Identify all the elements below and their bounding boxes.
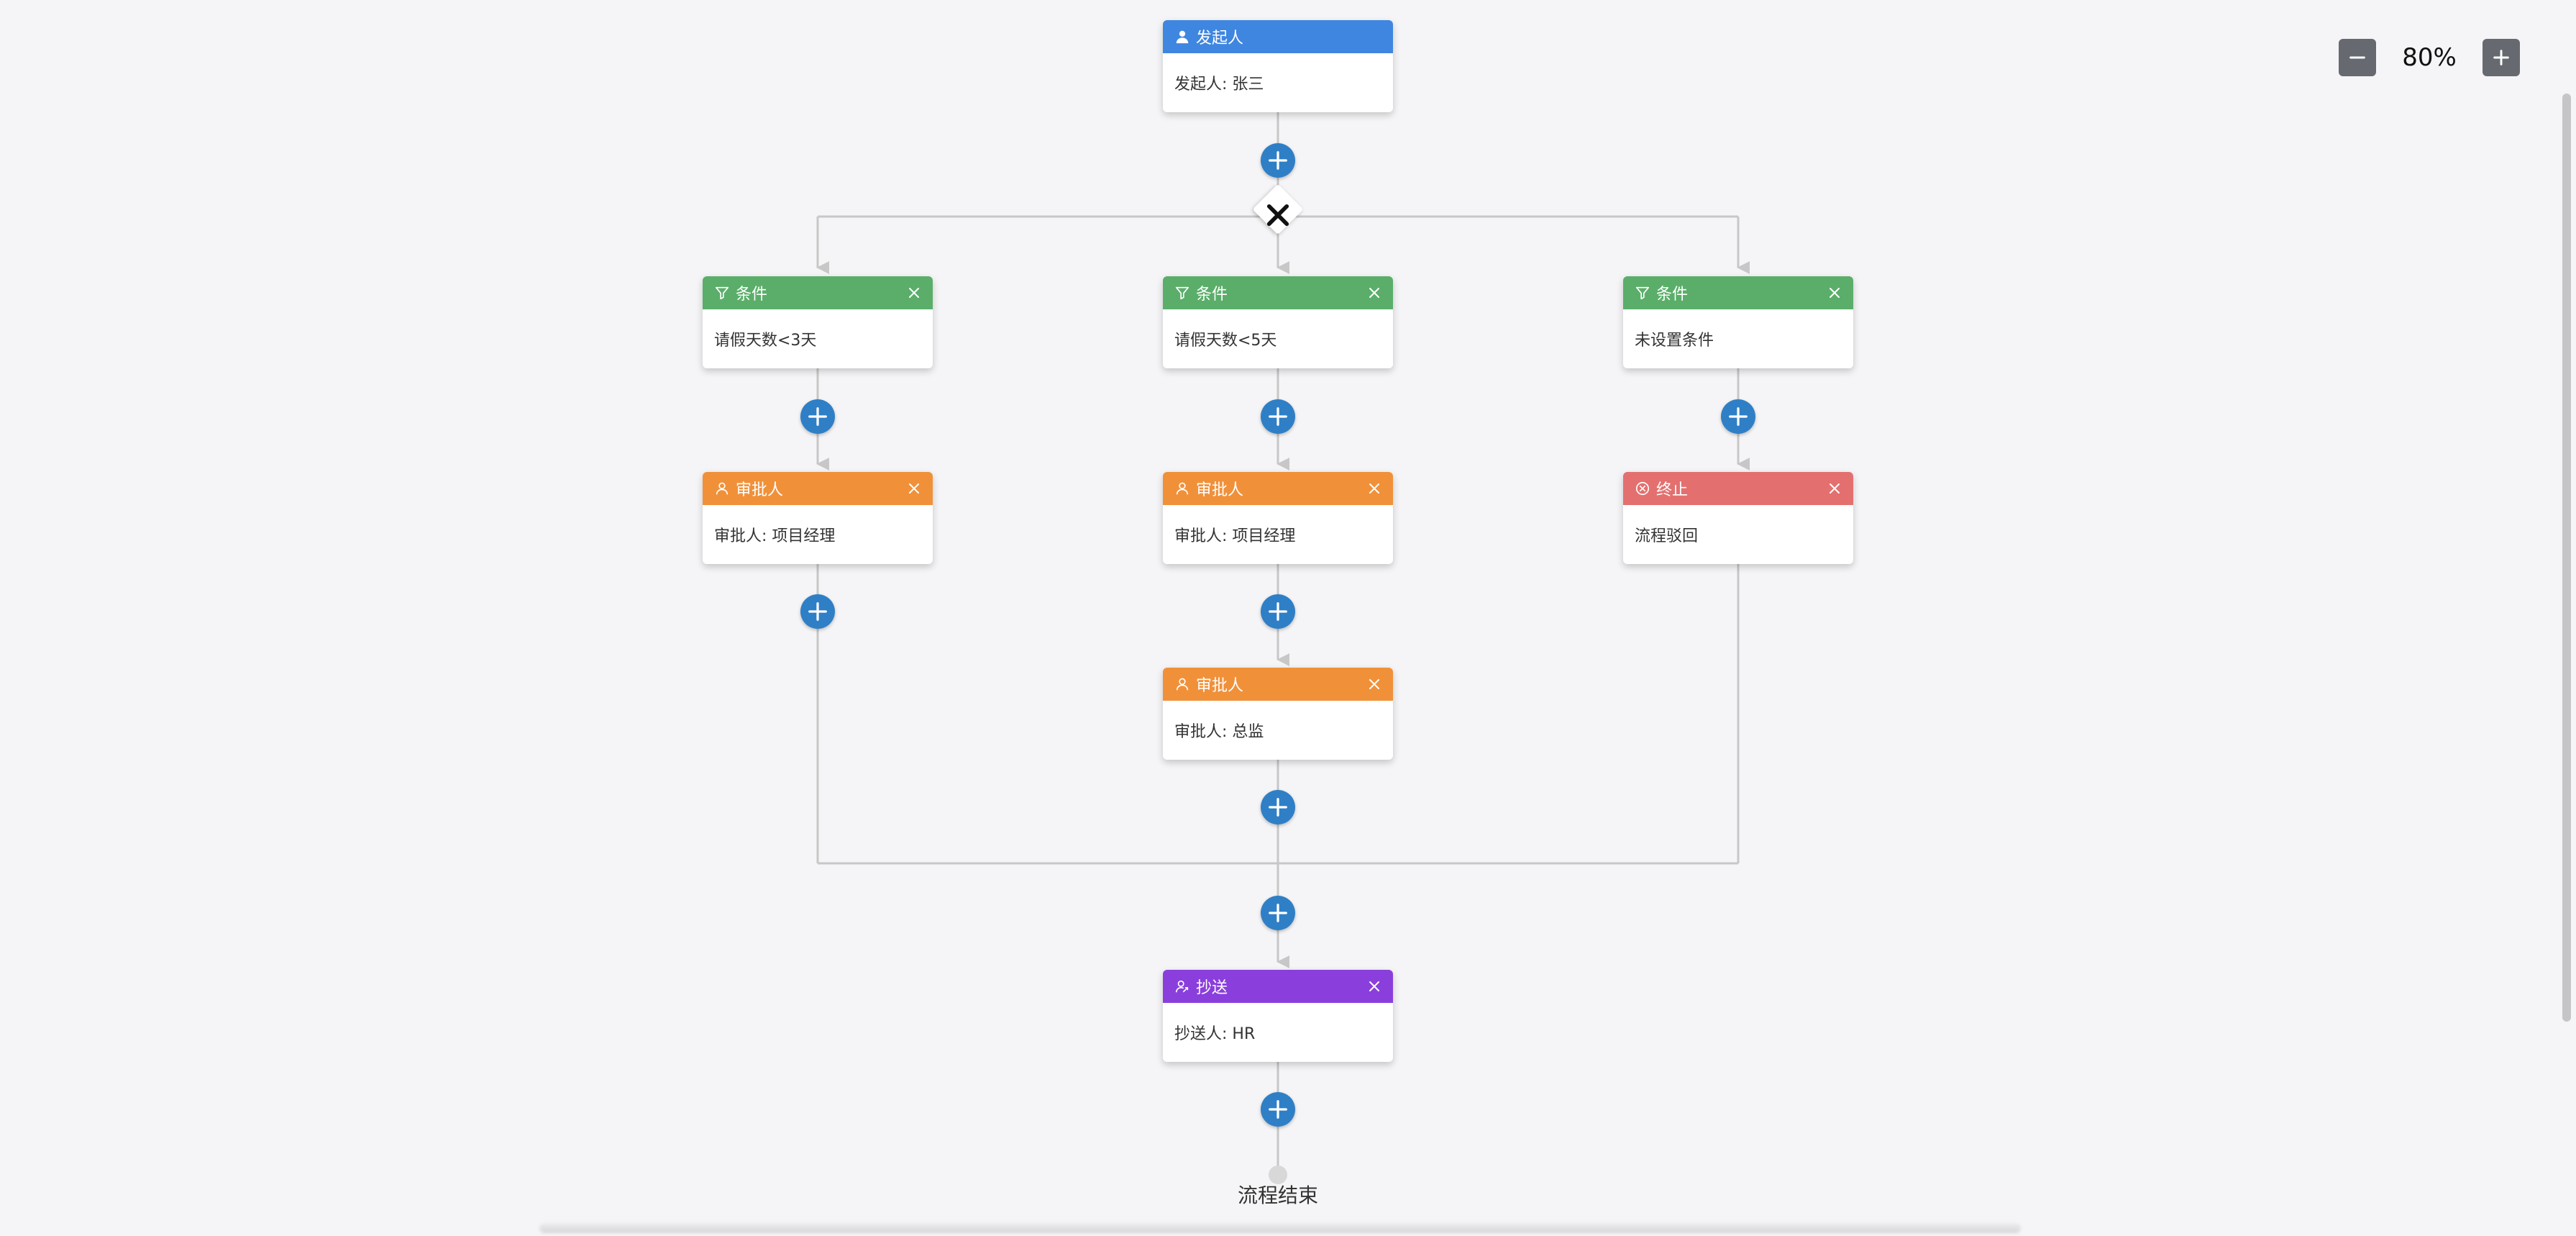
terminate-node[interactable]: 终止 流程驳回	[1623, 472, 1853, 564]
circle-x-icon	[1635, 481, 1650, 496]
close-icon	[1830, 483, 1840, 494]
start-node-body: 发起人: 张三	[1174, 76, 1264, 94]
add-node-button[interactable]	[800, 399, 835, 434]
approver-node-title: 审批人	[1196, 677, 1244, 695]
plus-icon	[1269, 798, 1287, 817]
condition-node-body: 请假天数<5天	[1174, 332, 1277, 350]
plus-icon	[1729, 407, 1748, 426]
add-node-button[interactable]	[1261, 399, 1295, 434]
add-node-button[interactable]	[1261, 790, 1295, 824]
start-node-title: 发起人	[1196, 29, 1244, 47]
condition-node-header: 条件	[1623, 276, 1853, 309]
add-node-button[interactable]	[1261, 594, 1295, 629]
start-node[interactable]: 发起人 发起人: 张三	[1163, 20, 1393, 112]
delete-node-button[interactable]	[905, 284, 923, 301]
close-icon	[909, 483, 919, 494]
zoom-level: 80%	[2402, 43, 2457, 72]
plus-icon	[808, 407, 827, 426]
condition-node-body: 未设置条件	[1635, 332, 1714, 350]
user-cc-icon	[1174, 978, 1190, 994]
plus-icon	[1269, 407, 1287, 426]
approver-node[interactable]: 审批人 审批人: 项目经理	[703, 472, 933, 564]
delete-node-button[interactable]	[1366, 978, 1383, 995]
minus-icon	[2349, 56, 2365, 59]
close-icon	[1830, 288, 1840, 298]
start-node-header: 发起人	[1163, 20, 1393, 53]
condition-node-body: 请假天数<3天	[714, 332, 817, 350]
plus-icon	[808, 602, 827, 621]
approver-node-body: 审批人: 总监	[1174, 723, 1264, 741]
plus-icon	[1269, 1100, 1287, 1119]
close-icon	[1369, 483, 1379, 494]
cc-node[interactable]: 抄送 抄送人: HR	[1163, 970, 1393, 1062]
condition-node[interactable]: 条件 未设置条件	[1623, 276, 1853, 368]
filter-icon	[1635, 285, 1650, 301]
approver-node-title: 审批人	[1196, 481, 1244, 499]
approver-node[interactable]: 审批人 审批人: 项目经理	[1163, 472, 1393, 564]
terminate-node-body: 流程驳回	[1635, 527, 1699, 545]
condition-node-title: 条件	[1656, 286, 1689, 304]
condition-node-title: 条件	[1196, 286, 1228, 304]
delete-node-button[interactable]	[1366, 284, 1383, 301]
delete-node-button[interactable]	[1826, 480, 1843, 497]
end-label: 流程结束	[1237, 1183, 1318, 1207]
approver-node[interactable]: 审批人 审批人: 总监	[1163, 668, 1393, 760]
zoom-out-button[interactable]	[2339, 39, 2376, 76]
delete-node-button[interactable]	[1366, 676, 1383, 693]
approver-node-body: 审批人: 项目经理	[714, 527, 836, 545]
close-icon	[1369, 981, 1379, 991]
filter-icon	[714, 285, 730, 301]
terminate-node-header: 终止	[1623, 472, 1853, 505]
approver-node-header: 审批人	[703, 472, 933, 505]
filter-icon	[1174, 285, 1190, 301]
cc-node-title: 抄送	[1196, 979, 1228, 997]
condition-node[interactable]: 条件 请假天数<5天	[1163, 276, 1393, 368]
delete-node-button[interactable]	[905, 480, 923, 497]
add-node-button[interactable]	[800, 594, 835, 629]
cc-node-body: 抄送人: HR	[1174, 1025, 1256, 1043]
approver-node-title: 审批人	[736, 481, 784, 499]
plus-icon	[1269, 151, 1287, 170]
user-outline-icon	[1174, 676, 1190, 692]
zoom-in-button[interactable]	[2483, 39, 2520, 76]
condition-node-header: 条件	[1163, 276, 1393, 309]
terminate-node-title: 终止	[1656, 481, 1689, 499]
condition-node[interactable]: 条件 请假天数<3天	[703, 276, 933, 368]
user-outline-icon	[1174, 481, 1190, 496]
approver-node-body: 审批人: 项目经理	[1174, 527, 1296, 545]
add-node-button[interactable]	[1261, 143, 1295, 178]
plus-icon	[1269, 904, 1287, 922]
vertical-scrollbar[interactable]	[2562, 94, 2571, 1022]
approver-node-header: 审批人	[1163, 472, 1393, 505]
end-dot	[1269, 1165, 1287, 1184]
close-icon	[1369, 679, 1379, 689]
close-icon	[909, 288, 919, 298]
delete-node-button[interactable]	[1826, 284, 1843, 301]
add-node-button[interactable]	[1261, 896, 1295, 930]
cc-node-header: 抄送	[1163, 970, 1393, 1003]
user-outline-icon	[714, 481, 730, 496]
plus-icon	[1269, 602, 1287, 621]
add-node-button[interactable]	[1261, 1092, 1295, 1127]
close-icon	[1369, 288, 1379, 298]
condition-node-header: 条件	[703, 276, 933, 309]
approver-node-header: 审批人	[1163, 668, 1393, 701]
horizontal-scrollbar[interactable]	[539, 1223, 2021, 1233]
plus-icon	[2493, 50, 2509, 65]
add-node-button[interactable]	[1721, 399, 1755, 434]
condition-node-title: 条件	[736, 286, 768, 304]
delete-node-button[interactable]	[1366, 480, 1383, 497]
user-icon	[1174, 29, 1190, 45]
